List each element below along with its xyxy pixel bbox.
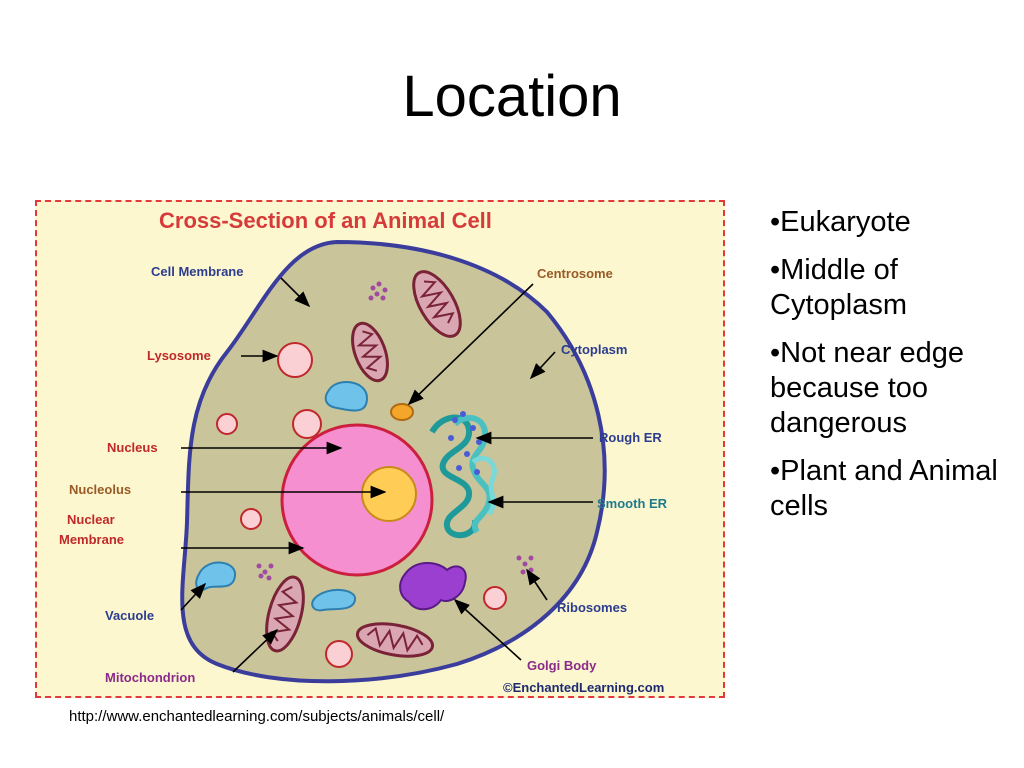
lysosome-shape xyxy=(325,640,353,668)
label-lysosome: Lysosome xyxy=(147,348,211,363)
lysosome-shape xyxy=(277,342,313,378)
centrosome-shape xyxy=(390,403,414,421)
mitochondrion-shape xyxy=(412,270,462,338)
lysosome-shape xyxy=(216,413,238,435)
vacuole-shape xyxy=(324,381,369,412)
mitochondrion-shape xyxy=(355,622,435,658)
figure-credit: ©EnchantedLearning.com xyxy=(503,680,664,695)
label-nucleus: Nucleus xyxy=(107,440,158,455)
bullet-middle-of-cytoplasm: •Middle of Cytoplasm xyxy=(770,254,907,321)
endoplasmic-reticulum-shape xyxy=(429,411,497,538)
pointer-lines xyxy=(180,277,593,673)
golgi-body-shape xyxy=(399,562,467,611)
lysosome-shape xyxy=(483,586,507,610)
bullet-not-near-edge: •Not near edge because too dangerous xyxy=(770,337,964,439)
nucleus-shape xyxy=(280,423,434,577)
label-nuclear-membrane-line-1: Nuclear xyxy=(67,512,115,527)
slide-title: Location xyxy=(402,64,622,129)
label-mitochondrion: Mitochondrion xyxy=(105,670,195,685)
lysosome-shape xyxy=(240,508,262,530)
label-centrosome: Centrosome xyxy=(537,266,613,281)
animal-cell-svg: Cross-Section of an Animal Cell xyxy=(59,208,668,695)
label-ribosomes: Ribosomes xyxy=(557,600,627,615)
bullet-list: •Eukaryote •Middle of Cytoplasm •Not nea… xyxy=(770,205,1010,537)
label-cytoplasm: Cytoplasm xyxy=(561,342,627,357)
figure-title: Cross-Section of an Animal Cell xyxy=(159,208,492,233)
label-rough-er: Rough ER xyxy=(599,430,662,445)
mitochondrion-shape xyxy=(351,321,389,383)
bullet-plant-and-animal-cells: •Plant and Animal cells xyxy=(770,455,998,522)
ribosomes-shape xyxy=(256,281,534,581)
bullet-eukaryote: •Eukaryote xyxy=(770,206,911,238)
lysosome-shape xyxy=(292,409,322,439)
label-nuclear-membrane-line-2: Membrane xyxy=(59,532,124,547)
source-link[interactable]: http://www.enchantedlearning.com/subject… xyxy=(69,708,445,725)
label-vacuole: Vacuole xyxy=(105,608,154,623)
vacuole-shape xyxy=(311,589,356,612)
label-golgi-body: Golgi Body xyxy=(527,658,597,673)
nucleolus-shape xyxy=(361,466,417,522)
label-smooth-er: Smooth ER xyxy=(597,496,668,511)
label-cell-membrane: Cell Membrane xyxy=(151,264,243,279)
label-nucleolus: Nucleolus xyxy=(69,482,131,497)
animal-cell-diagram: Cross-Section of an Animal Cell xyxy=(35,200,725,698)
